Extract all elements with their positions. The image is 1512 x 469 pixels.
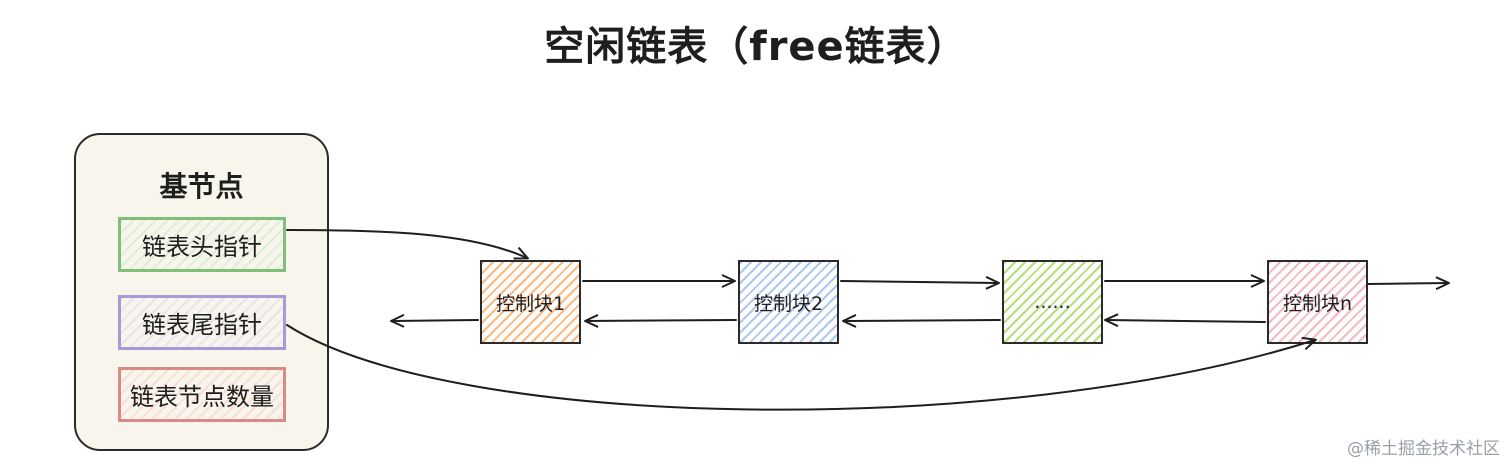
head-to-block1-arrow [286, 229, 529, 260]
block1-to-start-arrow [390, 313, 479, 328]
control-block-ellipsis: ...... [1002, 260, 1103, 344]
control-block-2: 控制块2 [738, 260, 839, 344]
control-block-n: 控制块n [1267, 260, 1368, 344]
blockn-to-end-arrow [1367, 276, 1450, 291]
block2-to-block1-arrow [584, 314, 737, 328]
tail-to-blockn-arrow [286, 324, 1317, 411]
tail-pointer-field: 链表尾指针 [118, 295, 286, 350]
block3-to-block2-arrow [842, 314, 1001, 328]
base-node-box: 基节点 链表头指针 链表尾指针 链表节点数量 [74, 133, 329, 451]
base-node-title: 基节点 [159, 170, 244, 203]
blockn-to-block3-arrow [1104, 313, 1266, 328]
watermark: @稀土掘金技术社区 [1347, 439, 1500, 459]
control-block-1: 控制块1 [480, 260, 581, 344]
head-pointer-field: 链表头指针 [118, 217, 286, 272]
diagram-title: 空闲链表（free链表） [544, 24, 968, 70]
block2-to-block3-arrow [840, 275, 1000, 290]
node-count-field: 链表节点数量 [118, 367, 286, 422]
